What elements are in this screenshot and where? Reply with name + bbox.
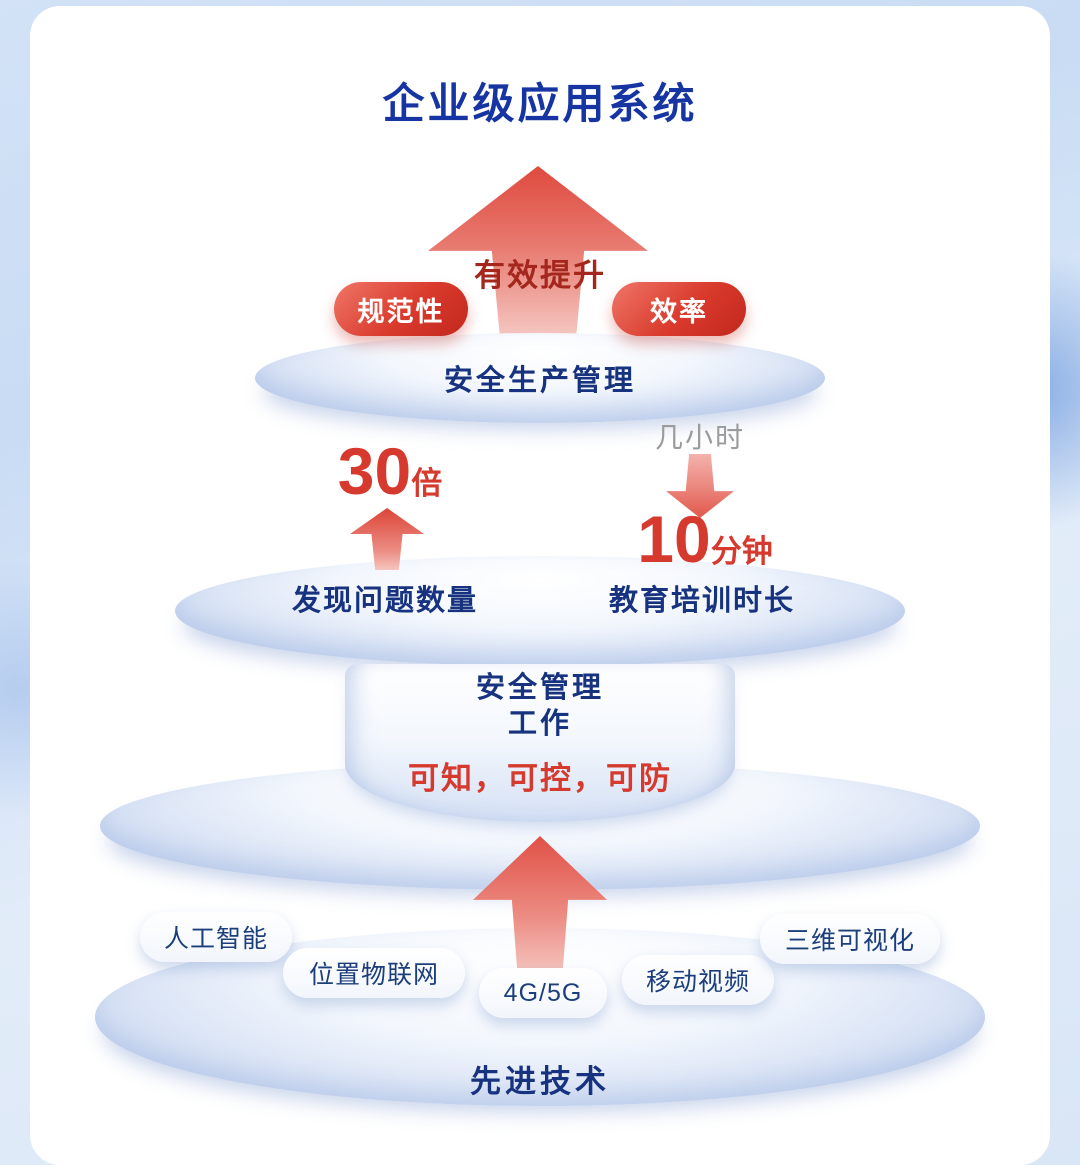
- page-title: 企业级应用系统: [382, 80, 698, 127]
- tech-pill-4g5g: 4G/5G: [479, 968, 607, 1018]
- metric-issues-value: 30: [337, 434, 412, 508]
- advanced-tech-label: 先进技术: [470, 1064, 610, 1099]
- metric-issues-unit: 倍: [411, 466, 443, 501]
- badge-efficiency: 效率: [612, 282, 746, 336]
- tech-pill-3d-visualization: 三维可视化: [760, 914, 940, 964]
- core-line2: 工作: [507, 708, 572, 741]
- tech-pill-location-iot: 位置物联网: [283, 948, 465, 998]
- metric-issues-label: 发现问题数量: [291, 585, 478, 617]
- metric-training-unit: 分钟: [710, 534, 773, 569]
- tech-pill-mobile-video: 移动视频: [622, 955, 774, 1005]
- core-cylinder: 安全管理 工作 可知，可控，可防: [345, 664, 735, 822]
- metric-training-label: 教育培训时长: [608, 585, 795, 617]
- tech-pill-ai: 人工智能: [140, 912, 292, 962]
- core-line1: 安全管理: [475, 672, 604, 704]
- badge-standardization: 规范性: [334, 282, 468, 336]
- metric-issues: 30倍: [290, 438, 490, 504]
- metric-training-before: 几小时: [654, 422, 745, 453]
- metric-training-value: 10: [637, 502, 711, 576]
- core-slogan: 可知，可控，可防: [408, 760, 672, 796]
- platform-safety-production: 安全生产管理: [255, 333, 825, 423]
- platform-middle-tier: [175, 556, 905, 666]
- improvement-label: 有效提升: [474, 258, 606, 293]
- metric-training: 10分钟: [580, 506, 830, 572]
- platform-safety-production-label: 安全生产管理: [443, 365, 636, 397]
